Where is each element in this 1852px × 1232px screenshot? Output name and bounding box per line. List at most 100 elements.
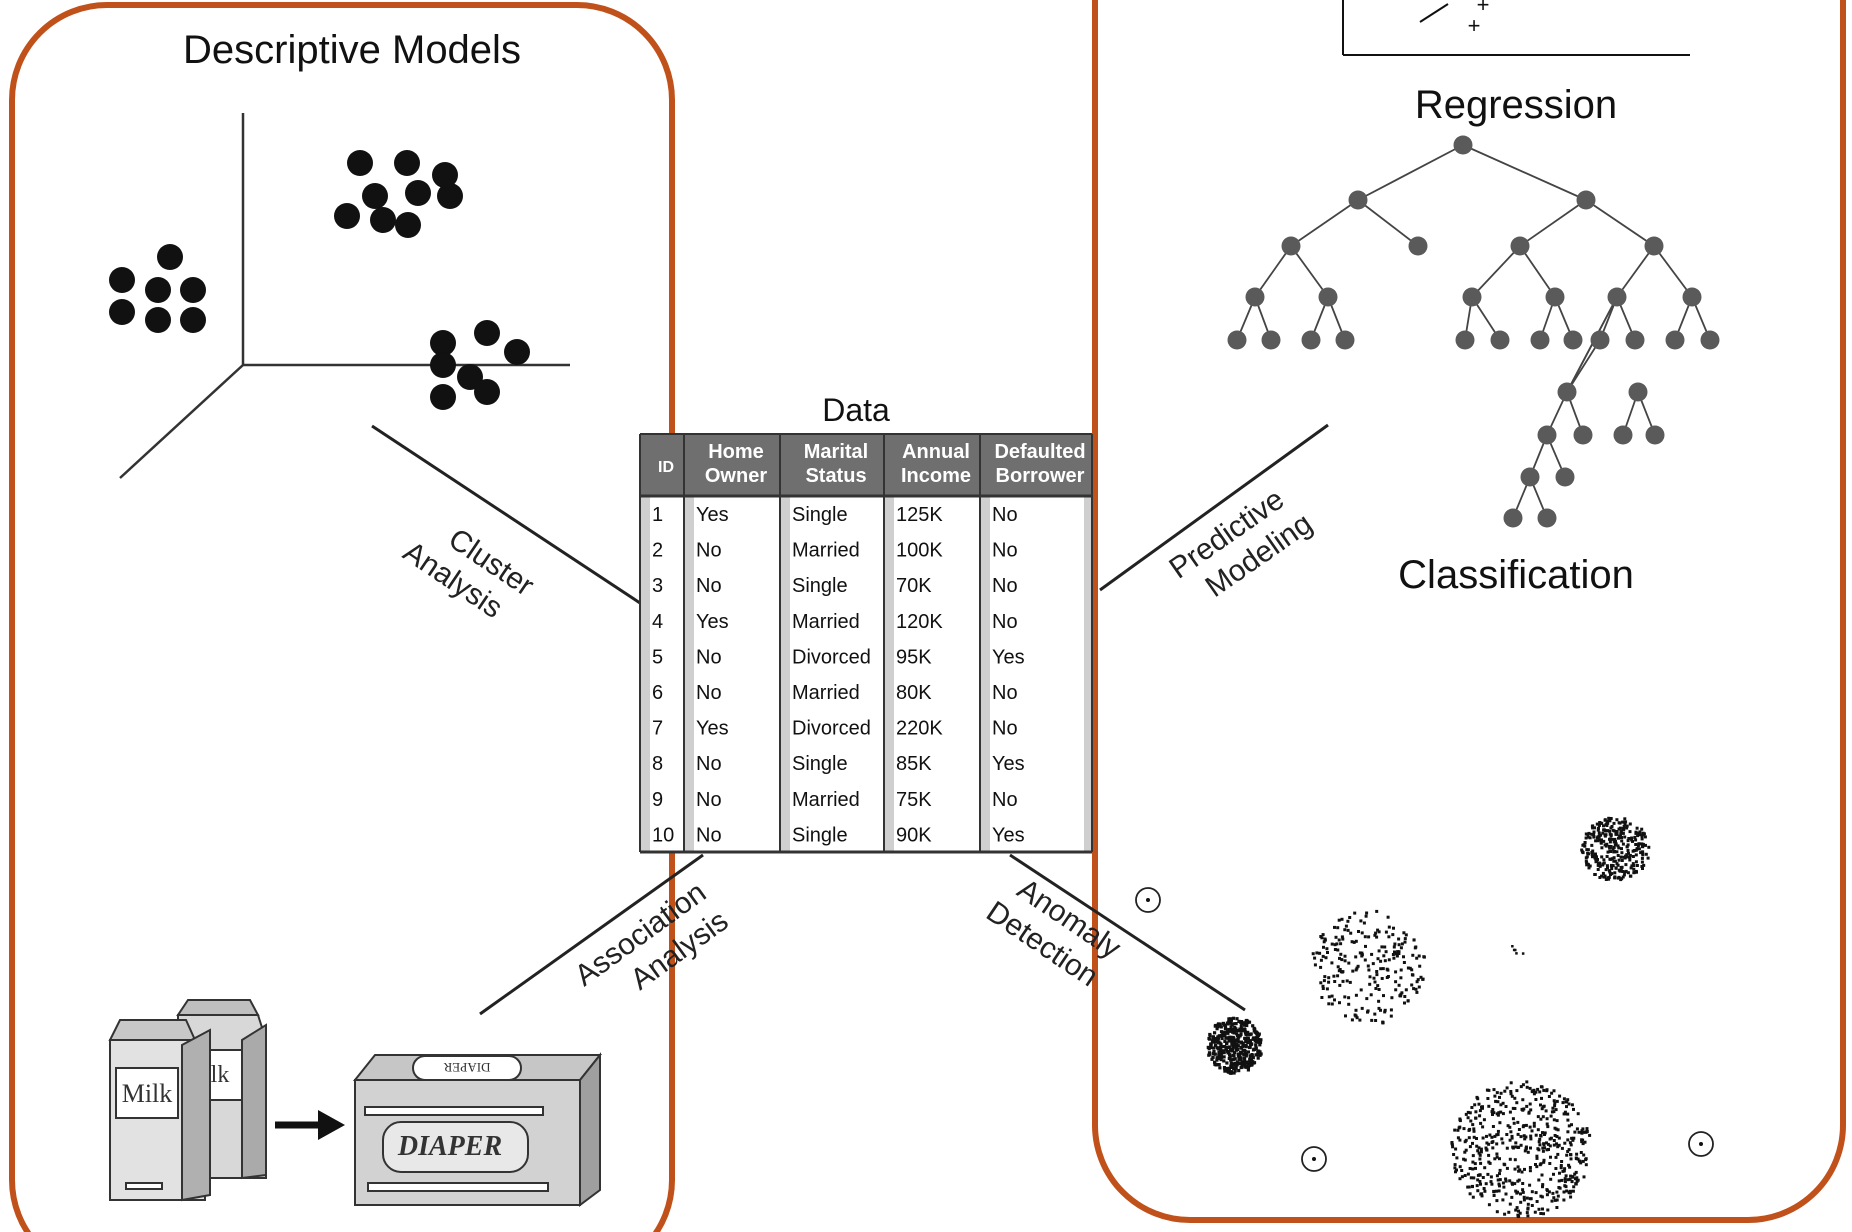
anomaly-point <box>1498 1121 1502 1125</box>
anomaly-point <box>1227 1039 1231 1043</box>
anomaly-point <box>1350 940 1354 944</box>
anomaly-point <box>1513 1167 1517 1171</box>
anomaly-point <box>1474 1110 1478 1114</box>
anomaly-point <box>1495 1152 1499 1156</box>
tree-node <box>1245 287 1265 307</box>
anomaly-point <box>1365 911 1369 915</box>
anomaly-point <box>1621 875 1625 879</box>
anomaly-point <box>1468 1167 1472 1170</box>
tree-node <box>1644 236 1664 256</box>
anomaly-point <box>1617 846 1621 850</box>
anomaly-point <box>1632 871 1636 875</box>
anomaly-point <box>1220 1036 1224 1041</box>
table-cell: Yes <box>992 753 1025 775</box>
anomaly-point <box>1493 1094 1497 1098</box>
anomaly-point <box>1234 1066 1238 1070</box>
anomaly-point <box>1552 1139 1556 1142</box>
anomaly-point <box>1232 1067 1236 1071</box>
anomaly-point <box>1374 931 1378 935</box>
anomaly-point <box>1239 1045 1243 1049</box>
anomaly-point <box>1450 1143 1454 1147</box>
anomaly-point <box>1550 1199 1554 1203</box>
anomaly-point <box>1368 982 1372 986</box>
anomaly-point <box>1628 858 1632 862</box>
anomaly-point <box>1466 1185 1470 1189</box>
anomaly-point <box>1607 877 1611 881</box>
anomaly-point <box>1255 1053 1259 1057</box>
anomaly-point <box>1479 1121 1483 1125</box>
anomaly-point <box>1354 955 1358 959</box>
diaper-box <box>352 1052 603 1207</box>
anomaly-point <box>1504 1179 1508 1183</box>
anomaly-point <box>1511 945 1514 948</box>
anomaly-point <box>1618 821 1622 825</box>
table-header-bg <box>640 434 1092 496</box>
anomaly-point <box>1596 828 1600 832</box>
anomaly-point <box>1603 834 1607 838</box>
table-header-cell: ID <box>658 459 674 476</box>
anomaly-point <box>1528 1183 1532 1187</box>
anomaly-point <box>1542 1212 1545 1216</box>
anomaly-point <box>1513 1182 1517 1186</box>
anomaly-point <box>1608 840 1612 844</box>
anomaly-point <box>1226 1031 1230 1035</box>
anomaly-point <box>1542 1142 1546 1146</box>
anomaly-point <box>1376 928 1380 932</box>
anomaly-point <box>1608 829 1612 833</box>
anomaly-point <box>1596 839 1600 843</box>
anomaly-point <box>1569 1153 1572 1157</box>
anomaly-point <box>1632 867 1636 871</box>
anomaly-point <box>1414 987 1418 991</box>
anomaly-point <box>1592 833 1596 837</box>
anomaly-point <box>1519 1143 1523 1147</box>
anomaly-point <box>1575 1176 1579 1180</box>
anomaly-point <box>1251 1060 1255 1064</box>
anomaly-point <box>1600 838 1603 842</box>
anomaly-point <box>1483 1189 1487 1193</box>
anomaly-point <box>1382 954 1386 958</box>
anomaly-point <box>1609 817 1613 820</box>
anomaly-point <box>1394 970 1398 974</box>
anomaly-point <box>1247 1060 1251 1064</box>
anomaly-point <box>1322 945 1325 949</box>
anomaly-point <box>1343 928 1347 932</box>
anomaly-point <box>1387 935 1391 939</box>
anomaly-point <box>1219 1058 1223 1062</box>
anomaly-point <box>1522 1198 1526 1202</box>
anomaly-point <box>1450 1141 1454 1144</box>
anomaly-point <box>1395 954 1399 958</box>
anomaly-point <box>1363 958 1367 962</box>
anomaly-point <box>1255 1032 1259 1036</box>
association-analysis-label: Association Analysis <box>569 876 735 997</box>
anomaly-point <box>1626 849 1630 852</box>
anomaly-point <box>1555 1190 1559 1194</box>
anomaly-point <box>1344 1014 1347 1018</box>
anomaly-point <box>1594 839 1598 843</box>
cluster-point <box>395 212 421 238</box>
table-cell: No <box>992 575 1018 597</box>
anomaly-point <box>1486 1097 1490 1100</box>
anomaly-point <box>1501 1101 1505 1105</box>
anomaly-point <box>1373 1012 1377 1016</box>
anomaly-point <box>1613 837 1617 841</box>
anomaly-point <box>1606 829 1610 833</box>
anomaly-point <box>1471 1123 1475 1127</box>
anomaly-point <box>1474 1116 1478 1120</box>
anomaly-point <box>1225 1042 1229 1046</box>
anomaly-point <box>1360 1006 1364 1010</box>
anomaly-point <box>1522 1107 1526 1111</box>
table-cell: 3 <box>652 575 663 597</box>
cluster-point <box>430 384 456 410</box>
anomaly-point <box>1348 980 1352 984</box>
anomaly-point <box>1621 831 1625 835</box>
anomaly-point <box>1529 1146 1532 1150</box>
anomaly-point <box>1561 1101 1565 1105</box>
anomaly-point <box>1256 1056 1260 1060</box>
tree-node <box>1628 382 1648 402</box>
anomaly-point <box>1227 1017 1231 1021</box>
anomaly-point <box>1496 1100 1500 1104</box>
cluster-point <box>109 267 135 293</box>
anomaly-point <box>1612 859 1616 863</box>
anomaly-point <box>1590 824 1594 828</box>
anomaly-point <box>1542 1160 1546 1164</box>
